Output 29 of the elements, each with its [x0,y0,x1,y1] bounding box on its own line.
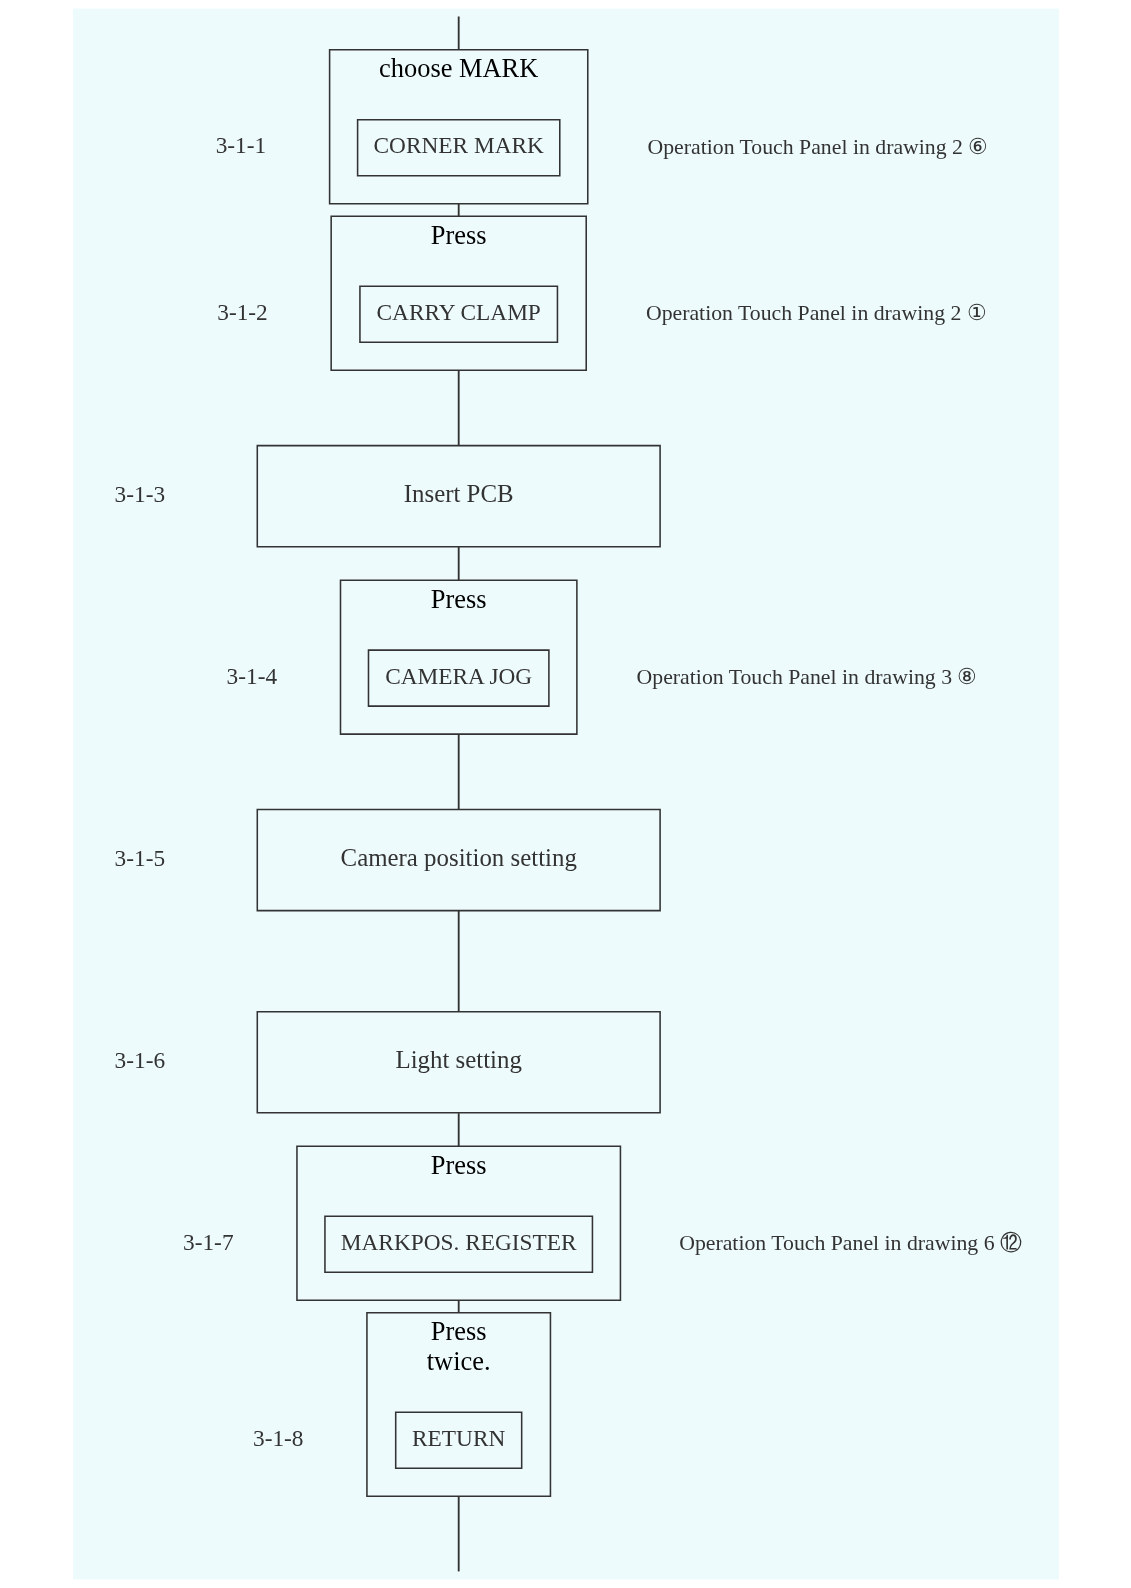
node-label: 3-1-7 [182,1228,234,1255]
node-box: RETURN [394,1411,522,1469]
node-box: CAMERA JOG [367,649,550,707]
node-label: 3-1-3 [114,480,165,507]
node-label: Operation Touch Panel in drawing 2 ⑥ [647,134,988,159]
node-label: 3-1-4 [226,662,277,689]
node-box: Light setting [256,1010,661,1114]
connector [457,1495,460,1573]
node-label: 3-1-5 [114,844,165,871]
node-box: Insert PCB [256,444,661,548]
connector [457,202,460,218]
node-box: CARRY CLAMP [358,285,558,343]
connector [457,1299,460,1314]
connector [457,369,460,447]
connector [457,15,460,51]
node-label: 3-1-6 [114,1046,165,1073]
connector [457,909,460,1013]
connector [457,733,460,811]
node-box: MARKPOS. REGISTER [323,1215,593,1273]
node-box: CORNER MARK [356,119,561,177]
node-label: 3-1-8 [252,1424,304,1451]
node-label: Operation Touch Panel in drawing 2 ① [645,300,987,325]
node-label: Operation Touch Panel in drawing 6 ⑫ [678,1230,1022,1255]
node-label: Operation Touch Panel in drawing 3 ⑧ [636,664,977,689]
node-label: 3-1-1 [215,132,266,159]
connector [457,1112,460,1148]
node-box: Camera position setting [256,808,661,912]
connector [457,546,460,582]
node-label: 3-1-2 [216,298,268,325]
